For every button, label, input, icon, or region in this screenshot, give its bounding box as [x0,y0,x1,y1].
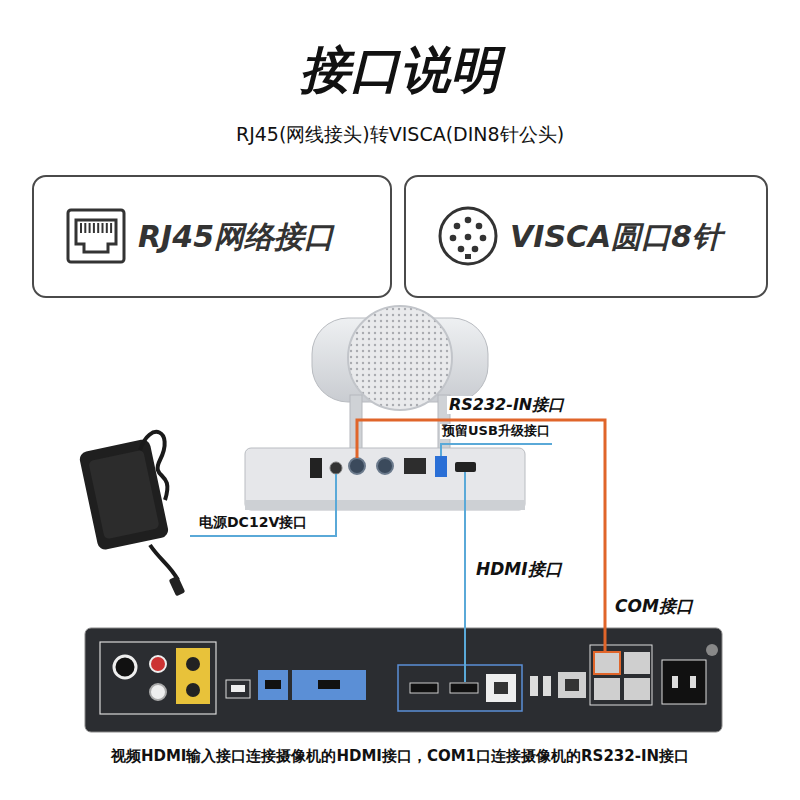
codec-panel-part [186,657,200,671]
din-connector-icon [458,246,465,253]
power-adapter-part [78,438,169,551]
camera-part [349,458,365,474]
codec-panel-part [258,670,288,700]
codec-panel-part [558,672,586,698]
power-adapter-part [169,576,186,597]
camera-part [245,500,525,510]
port-label: RS232-IN接口 [447,396,566,414]
codec-panel-part [624,678,650,700]
camera-part [245,448,525,510]
codec-panel-part [662,660,706,704]
din-connector-icon [465,234,472,241]
port-label: HDMI接口 [474,560,564,580]
din-connector-icon [472,246,479,253]
din-connector-icon [465,217,472,224]
codec-panel-part [150,684,166,700]
codec-panel-part [530,676,538,696]
interface-box: RJ45网络接口 [32,175,392,298]
page-title: 接口说明 [0,42,800,100]
camera-part [348,306,452,410]
codec-panel-part [450,683,478,693]
codec-panel-part [150,656,166,672]
din-connector-icon [450,235,457,242]
codec-panel-part [186,683,200,697]
codec-panel-part [672,676,678,688]
din-connector-icon [436,204,500,268]
codec-panel-part [565,679,579,691]
codec-panel-part [624,652,650,674]
rj45-jack-icon [102,223,104,233]
codec-panel-part [231,685,245,692]
codec-panel-part [114,656,136,678]
power-leader [190,474,336,536]
rj45-jack-icon [84,223,86,233]
codec-panel-part [292,670,366,700]
interface-name: RJ45网络接口 [138,220,334,253]
codec-panel-part [690,676,696,688]
rs232-wire [357,420,605,652]
codec-panel-part [226,680,250,698]
camera-part [455,462,476,472]
codec-panel-part [494,682,508,694]
camera-part [404,458,426,474]
codec-panel-part [100,642,216,714]
rj45-jack-icon [97,223,99,233]
rj45-jack-icon [106,223,108,233]
power-adapter-part-part [88,450,159,540]
rj45-jack-icon [89,223,91,233]
camera-part [330,462,342,474]
port-label: 电源DC12V接口 [197,514,309,530]
rj45-jack-icon [110,223,112,233]
codec-panel-part [590,645,652,705]
rj45-jack-icon [76,220,116,252]
din-connector-icon [465,254,471,259]
hdmi-wire [464,472,466,682]
port-label: COM接口 [613,597,695,617]
din-connector-icon [476,223,483,230]
codec-panel-part [85,628,722,732]
din-connector-icon [480,235,487,242]
power-adapter-part [150,545,178,580]
port-label: 预留USB升级接口 [440,424,552,439]
din-connector-icon [440,208,496,264]
rj45-jack-icon [93,223,95,233]
rj45-jack-icon [64,204,128,268]
codec-panel-part [594,652,620,674]
codec-panel-part [410,683,438,693]
rj45-jack-icon [80,223,82,233]
codec-panel-part [486,674,516,702]
power-adapter-part [140,432,167,500]
subtitle: RJ45(网线接头)转VISCA(DIN8针公头) [234,124,566,146]
camera-part [310,458,322,478]
codec-panel-part [398,665,522,711]
codec-panel-part [594,678,620,700]
codec-panel-part [706,644,718,656]
codec-panel-part [318,680,340,689]
codec-panel-part [265,680,281,689]
din-connector-icon [454,223,461,230]
power-adapter-part-part [78,438,169,551]
codec-panel-part [543,676,551,696]
interface-name: VISCA圆口8针 [510,220,722,253]
camera-part [435,456,447,477]
codec-panel-part [176,648,210,704]
camera-part [377,458,393,474]
interface-box: VISCA圆口8针 [404,175,768,298]
usb-leader [441,444,552,456]
codec-panel [85,628,722,732]
page-caption: 视频HDMI输入接口连接摄像机的HDMI接口，COM1口连接摄像机的RS232-… [8,748,792,765]
power-adapter [78,432,185,596]
wires [190,420,605,682]
rj45-jack-icon [68,210,124,262]
